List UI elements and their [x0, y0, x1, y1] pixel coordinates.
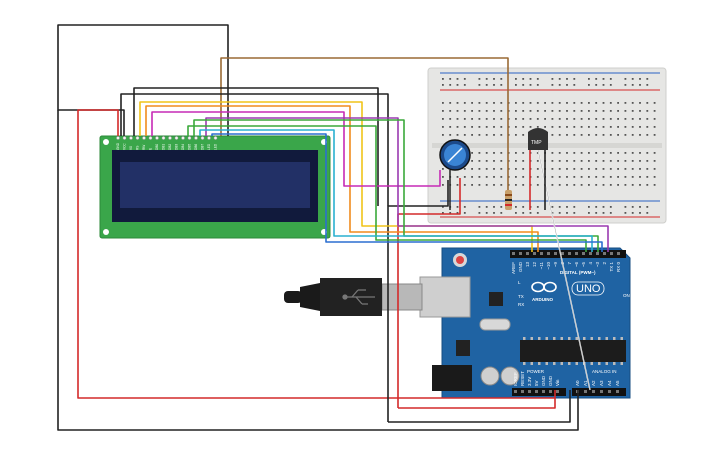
wire-yellow: [139, 101, 533, 252]
potentiometer[interactable]: [439, 139, 471, 210]
wire-blue: [211, 133, 603, 252]
digital-pin-label: GND: [518, 261, 523, 272]
lcd-screen: [120, 162, 310, 208]
lcd-pin-label: DB4: [181, 144, 185, 150]
lcd-pin-label: DB2: [168, 144, 172, 150]
uno-logo: UNO: [576, 283, 601, 295]
lcd-pin-label: DB0: [155, 144, 159, 150]
power-jack: [432, 365, 472, 391]
digital-pin-label: 13: [525, 262, 530, 268]
wire-black-k: [120, 93, 389, 206]
wire-green: [193, 119, 599, 252]
analog-header: [572, 388, 626, 396]
tx-label: TX: [518, 294, 524, 299]
lcd-pin-label: LED: [207, 143, 211, 150]
breadboard-holes: [442, 78, 656, 214]
digital-pin-label: ~9: [553, 262, 558, 268]
digital-pin-label: ~6: [574, 262, 579, 268]
power-pin-label: 5V: [534, 380, 539, 386]
power-pin-label: RESET: [520, 371, 525, 386]
power-pin-label: GND: [548, 375, 553, 386]
rx-label: RX: [518, 302, 524, 307]
lcd-pin-label: DB5: [188, 144, 192, 150]
analog-pin-label: A0: [575, 380, 580, 386]
power-pin-label: IOREF: [513, 372, 518, 386]
wires: [57, 24, 609, 431]
arduino-uno: DIGITAL (PWM~) UNO ARDUINO ON TX RX L PO…: [419, 247, 631, 399]
digital-pin-label: AREF: [511, 262, 516, 274]
sensor-label: TMP: [531, 140, 542, 146]
usb-icon: [342, 289, 375, 305]
lcd-pin-label: LED: [214, 143, 218, 150]
wire-brown: [220, 57, 509, 195]
analog-pin-label: A4: [607, 380, 612, 386]
atmega-chip: [520, 340, 626, 362]
lcd-pin-label: DB6: [194, 144, 198, 150]
lcd-pin-label: E: [149, 148, 153, 150]
usb-port: [419, 276, 471, 318]
wire-purple-2: [205, 117, 609, 252]
wire-red-bb: [397, 178, 461, 408]
wire-black-gnd-board: [388, 390, 571, 423]
analog-pin-label: A5: [615, 380, 620, 386]
digital-pin-label: ~10: [546, 262, 551, 270]
wire-red-5v: [398, 398, 556, 409]
power-pin-label: GND: [541, 375, 546, 386]
digital-pin-label: TX 1: [609, 262, 614, 272]
lcd-pin-label: DB7: [201, 144, 205, 150]
lcd-pin-label: GND: [116, 142, 120, 150]
temperature-sensor: TMP: [528, 128, 548, 150]
lcd-pin-label: VCC: [123, 143, 127, 150]
lcd-pin-label: DB3: [175, 144, 179, 150]
l-label: L: [518, 280, 521, 285]
wire-black-2: [133, 87, 379, 206]
wire-red-lcd: [77, 109, 556, 399]
digital-pin-label: 2: [602, 262, 607, 265]
brand-label: ARDUINO: [532, 297, 553, 302]
wire-black-gnd: [387, 180, 449, 422]
digital-pin-label: ~11: [539, 262, 544, 270]
analog-pin-label: A2: [591, 380, 596, 386]
digital-pin-label: 12: [532, 262, 537, 268]
digital-pin-label: RX 0: [616, 262, 621, 273]
resistor: [505, 190, 512, 210]
power-pin-label: Vin: [555, 379, 560, 386]
analog-pin-label: A3: [599, 380, 604, 386]
wire-black-outer: [57, 24, 229, 136]
power-pin-label: 3.3V: [527, 377, 532, 386]
power-header: [512, 388, 566, 396]
digital-pin-label: 4: [588, 262, 593, 265]
lcd-pin-label: DB1: [162, 144, 166, 150]
arduino-infinity-icon: [531, 281, 557, 293]
lcd-pin-label: RW: [142, 145, 146, 150]
analog-pin-label: A1: [583, 380, 588, 386]
digital-pin-label: ~3: [595, 262, 600, 268]
wire-purple: [151, 111, 441, 187]
wire-black-loop: [57, 110, 579, 431]
digital-pin-label: ~5: [581, 262, 586, 268]
lcd-pin-label: RS: [136, 146, 140, 150]
wire-cyan: [199, 129, 593, 252]
on-label: ON: [623, 293, 630, 298]
digital-pin-label: 7: [567, 262, 572, 265]
usb-cable: [284, 278, 423, 316]
lcd-pin-label: V0: [129, 146, 133, 150]
analog-label: ANALOG IN: [592, 369, 617, 374]
power-label: POWER: [527, 369, 545, 374]
digital-label: DIGITAL (PWM~): [560, 270, 596, 275]
